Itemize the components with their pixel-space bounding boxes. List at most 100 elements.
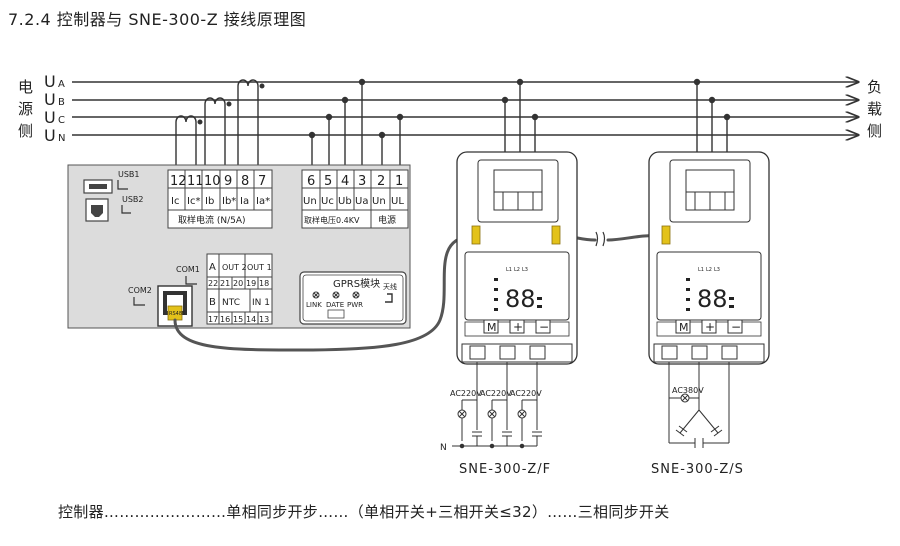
svg-text:Un: Un (303, 196, 317, 207)
io-terminal-block: A OUT 2 OUT 1 22 21 20 19 18 B NTC IN 1 … (206, 253, 273, 325)
legend-text: 控制器……………………单相同步开步……（单相开关+三相开关≤32）……三相同步开… (58, 503, 670, 521)
svg-text:3: 3 (358, 174, 366, 189)
device-bus-taps (501, 78, 731, 152)
minus-button (535, 319, 551, 334)
device-sne-300-z-f: L1 L2 L3 88 M + − (456, 151, 578, 365)
svg-text:15: 15 (233, 315, 243, 324)
svg-text:7: 7 (258, 174, 266, 189)
svg-text:5: 5 (324, 174, 332, 189)
com1-label: COM1 (176, 265, 200, 274)
voltage-taps (308, 78, 404, 170)
svg-text:Ib*: Ib* (222, 196, 236, 207)
ac220-label-2: AC220V (480, 389, 512, 398)
svg-text:Uc: Uc (321, 196, 334, 207)
cable-break (595, 231, 606, 247)
svg-text:10: 10 (204, 174, 221, 189)
svg-text:12: 12 (170, 174, 187, 189)
svg-text:L3: L3 (522, 267, 528, 273)
svg-text:M: M (487, 321, 497, 334)
neutral-label: N (440, 443, 447, 453)
svg-text:U: U (44, 72, 56, 91)
connector-left (471, 225, 481, 245)
usb-ports: USB1 USB2 (83, 170, 144, 222)
single-phase-wiring (452, 362, 542, 449)
svg-text:PWR: PWR (347, 301, 363, 309)
svg-text:U: U (44, 90, 56, 109)
connector-right (551, 225, 561, 245)
svg-text:2: 2 (377, 174, 385, 189)
svg-text:L1: L1 (506, 267, 512, 273)
gprs-title: GPRS模块 (333, 278, 380, 290)
svg-text:电: 电 (18, 78, 33, 96)
device-s-caption: SNE-300-Z/S (651, 462, 744, 477)
ac220-label-1: AC220V (450, 389, 482, 398)
svg-text:负: 负 (867, 78, 882, 96)
svg-text:17: 17 (208, 315, 218, 324)
current-transformers (175, 79, 265, 170)
digit-display: 88 (697, 285, 728, 313)
current-terminal-block: 12 11 10 9 8 7 Ic Ic* Ib Ib* Ia Ia* 取样电流… (167, 169, 273, 229)
svg-text:L1: L1 (698, 267, 704, 273)
svg-text:18: 18 (259, 279, 269, 288)
svg-text:A: A (58, 79, 65, 90)
svg-text:11: 11 (187, 174, 204, 189)
svg-text:20: 20 (233, 279, 243, 288)
svg-text:Ib: Ib (205, 196, 214, 207)
svg-text:Ua: Ua (355, 196, 368, 207)
svg-text:B: B (209, 297, 216, 308)
power-caption: 电源 (378, 214, 396, 226)
svg-text:UL: UL (391, 196, 404, 207)
svg-text:Ia*: Ia* (256, 196, 270, 207)
device-sne-300-z-s: L1 L2 L3 88 M + − (648, 151, 770, 365)
svg-text:21: 21 (220, 279, 230, 288)
diagram-title: 7.2.4 控制器与 SNE-300-Z 接线原理图 (8, 10, 307, 29)
ac380-label: AC380V (672, 386, 704, 395)
load-side-label: 负 载 侧 (867, 78, 882, 140)
svg-text:8: 8 (241, 174, 249, 189)
gprs-module: GPRS模块 天线 LINK DATE PWR (299, 271, 407, 325)
svg-text:源: 源 (18, 100, 33, 118)
ac220-label-3: AC220V (510, 389, 542, 398)
svg-text:9: 9 (224, 174, 232, 189)
bus-lines (72, 82, 858, 135)
svg-text:22: 22 (208, 279, 218, 288)
svg-text:M: M (679, 321, 689, 334)
plus-button (701, 319, 717, 334)
svg-text:6: 6 (307, 174, 315, 189)
svg-text:U: U (44, 108, 56, 127)
svg-text:L2: L2 (706, 267, 712, 273)
svg-text:14: 14 (246, 315, 256, 324)
svg-text:+: + (705, 320, 715, 334)
supply-side-label: 电 源 侧 (18, 78, 33, 140)
svg-text:侧: 侧 (18, 122, 33, 140)
svg-text:OUT 1: OUT 1 (247, 263, 272, 272)
minus-button (727, 319, 743, 334)
svg-text:LINK: LINK (306, 301, 322, 309)
voltage-caption: 取样电压0.4KV (304, 215, 360, 225)
svg-text:1: 1 (395, 174, 403, 189)
svg-text:C: C (58, 115, 65, 126)
m-button (483, 319, 499, 334)
svg-text:Ic*: Ic* (187, 196, 200, 207)
svg-text:OUT 2: OUT 2 (222, 263, 247, 272)
digit-display: 88 (505, 285, 536, 313)
svg-text:16: 16 (220, 315, 230, 324)
antenna-label: 天线 (383, 282, 397, 291)
svg-text:Ia: Ia (240, 196, 249, 207)
svg-text:+: + (513, 320, 523, 334)
svg-text:A: A (209, 262, 216, 273)
svg-text:−: − (539, 320, 549, 334)
svg-text:载: 载 (867, 100, 882, 118)
svg-text:侧: 侧 (867, 122, 882, 140)
svg-text:Ic: Ic (171, 196, 179, 207)
svg-text:U: U (44, 126, 56, 145)
svg-text:DATE: DATE (326, 301, 344, 309)
svg-text:4: 4 (341, 174, 349, 189)
device-f-caption: SNE-300-Z/F (459, 462, 552, 477)
usb1-label: USB1 (118, 170, 140, 179)
svg-text:IN 1: IN 1 (252, 298, 270, 308)
svg-text:13: 13 (259, 315, 269, 324)
three-phase-wiring (668, 362, 730, 448)
com2-label: COM2 (128, 286, 152, 295)
m-button (675, 319, 691, 334)
